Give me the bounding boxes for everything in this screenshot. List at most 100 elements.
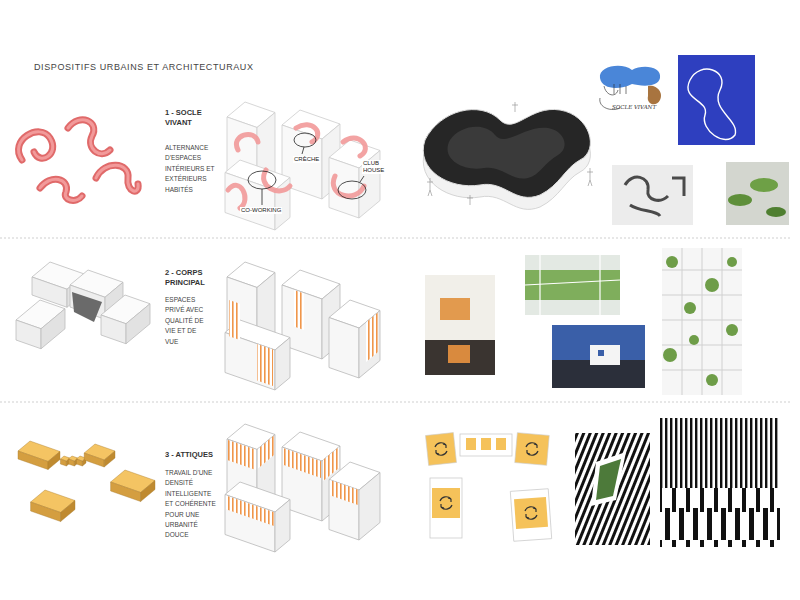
ground-floor-axonometric xyxy=(343,138,365,156)
balcony-photo xyxy=(539,255,540,315)
ground-floor-axonometric xyxy=(225,102,380,230)
massing-volumes xyxy=(16,262,150,349)
red-ribbons xyxy=(96,165,138,191)
main-body-axonometric xyxy=(229,290,378,386)
attic-blocks xyxy=(18,441,155,522)
ground-floor-axonometric xyxy=(264,170,290,191)
sketch-note: SOCLE VIVANT xyxy=(612,104,656,111)
massing-volumes xyxy=(72,292,102,322)
attic-axonometric xyxy=(283,448,321,478)
wave-wall-render xyxy=(512,102,518,112)
interior-photo xyxy=(425,275,495,375)
barcode-artwork xyxy=(660,488,780,547)
ground-floor-axonometric xyxy=(302,147,304,154)
green-facade-photo xyxy=(706,374,718,386)
red-ribbons xyxy=(19,132,53,160)
rotation-icons xyxy=(525,507,537,519)
attic-axonometric xyxy=(258,436,274,469)
rotation-icons xyxy=(510,489,551,542)
ground-floor-axonometric xyxy=(225,102,380,230)
wave-wall-render xyxy=(448,127,565,179)
green-facade-photo xyxy=(666,256,678,268)
hand-sketch xyxy=(648,86,661,105)
ground-floor-axonometric xyxy=(248,133,366,205)
section-heading: 1 - SOCLE VIVANT xyxy=(165,108,221,128)
main-body-axonometric xyxy=(225,262,380,390)
hand-sketch xyxy=(600,66,661,110)
red-ribbons xyxy=(68,120,110,154)
stripe-artwork xyxy=(575,433,650,545)
attic-axonometric xyxy=(228,440,256,470)
interior-photo xyxy=(425,275,495,375)
main-body-axonometric xyxy=(229,300,240,340)
balcony-photo xyxy=(525,255,620,315)
rotation-icons xyxy=(426,433,457,466)
section-heading: 3 - ATTIQUES xyxy=(165,450,225,460)
hand-sketch xyxy=(600,66,660,88)
rotation-icons xyxy=(432,488,460,518)
blue-painting xyxy=(678,55,755,145)
terrace-photo xyxy=(552,325,645,388)
row-separator xyxy=(0,402,792,403)
hand-sketch xyxy=(614,84,626,94)
section-text: ESPACES PRIVÉ AVEC QUALITÉ DE VIE ET DE … xyxy=(165,295,211,347)
maze-photo xyxy=(625,177,668,200)
maze-photo xyxy=(612,165,693,225)
garden-photo xyxy=(750,178,778,192)
garden-photo xyxy=(726,162,789,225)
wave-wall-render xyxy=(423,109,590,197)
ground-floor-axonometric xyxy=(338,181,366,199)
ground-floor-axonometric xyxy=(333,176,364,196)
ground-floor-axonometric xyxy=(360,176,364,182)
section-heading: 2 - CORPS PRINCIPAL xyxy=(165,268,221,288)
ground-floor-axonometric xyxy=(228,185,245,208)
red-ribbons xyxy=(96,165,138,191)
attic-blocks xyxy=(18,451,48,470)
attic-blocks xyxy=(48,452,60,470)
barcode-artwork xyxy=(660,418,780,547)
section-text: ALTERNANCE D'ESPACES INTÉRIEURS ET EXTÉR… xyxy=(165,143,221,195)
wave-wall-render xyxy=(423,102,593,209)
balcony-photo xyxy=(525,255,620,315)
green-facade-photo xyxy=(705,278,719,292)
program-label: CLUB HOUSE xyxy=(362,160,390,174)
red-ribbons xyxy=(19,132,53,160)
main-body-axonometric xyxy=(294,290,304,330)
terrace-photo xyxy=(552,325,645,388)
maze-photo xyxy=(612,165,693,225)
stripe-artwork xyxy=(596,459,621,500)
program-label: CRÈCHE xyxy=(293,156,320,163)
ground-floor-axonometric xyxy=(248,171,276,189)
rotation-icons xyxy=(496,438,506,450)
garden-photo xyxy=(766,207,786,217)
ground-floor-axonometric xyxy=(236,134,258,150)
attic-blocks xyxy=(111,482,141,502)
red-ribbons xyxy=(40,179,82,200)
ground-floor-axonometric xyxy=(262,189,263,205)
terrace-photo xyxy=(590,345,620,365)
barcode-artwork xyxy=(660,418,780,488)
maze-photo xyxy=(630,205,660,216)
rotation-icons xyxy=(460,434,512,456)
rotation-icons xyxy=(526,443,538,455)
rotation-icons xyxy=(514,497,548,529)
attic-blocks xyxy=(104,451,115,467)
main-body-axonometric xyxy=(366,313,378,363)
balcony-photo xyxy=(525,255,620,315)
maze-photo xyxy=(625,177,684,216)
program-label: CO-WORKING xyxy=(240,207,282,214)
massing-volumes xyxy=(16,320,41,349)
attic-axonometric xyxy=(225,424,380,552)
stripe-artwork xyxy=(591,452,626,506)
blue-painting xyxy=(678,55,755,145)
attic-blocks xyxy=(84,453,104,467)
interior-photo xyxy=(440,298,470,320)
hand-sketch xyxy=(604,86,618,95)
ground-floor-axonometric xyxy=(228,125,365,208)
main-body-axonometric xyxy=(225,262,380,390)
wave-wall-render xyxy=(427,178,433,196)
green-facade-photo xyxy=(662,248,742,395)
massing-volumes xyxy=(101,315,126,344)
